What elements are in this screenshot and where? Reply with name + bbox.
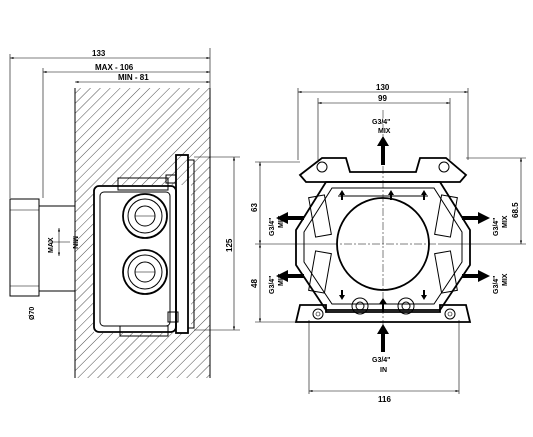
- dim-right: 68.5: [511, 202, 520, 218]
- arrow-up-bottom: [377, 324, 389, 352]
- port-bottom-label: G3/4": [372, 357, 391, 364]
- arrow-right-upper: [462, 212, 490, 224]
- port-left-upper-sub: MIX: [278, 215, 285, 228]
- label-max: MAX: [48, 237, 55, 253]
- port-right-lower-label: G3/4": [493, 276, 500, 295]
- front-view: 130 99 G3/4" MIX: [250, 83, 526, 404]
- label-min: MIN: [71, 236, 78, 249]
- port-right-upper-label: G3/4": [493, 218, 500, 237]
- arrow-right-lower: [462, 270, 490, 282]
- port-right-lower-sub: MIX: [502, 273, 509, 286]
- port-left-upper-label: G3/4": [269, 218, 276, 237]
- port-bottom-sub: IN: [380, 367, 387, 374]
- dim-top-outer: 130: [376, 83, 390, 92]
- dim-height: 125: [225, 238, 234, 252]
- port-left-lower-sub: MIX: [278, 273, 285, 286]
- dim-bottom: 116: [378, 395, 391, 404]
- port-left-lower-label: G3/4": [269, 276, 276, 295]
- dim-min: MIN - 81: [118, 73, 149, 82]
- dim-top-inner: 99: [378, 94, 387, 103]
- dim-left-upper: 63: [250, 203, 259, 212]
- dim-left-lower: 48: [250, 279, 259, 288]
- arrow-left-upper: [276, 212, 304, 224]
- arrow-up-top: [377, 136, 389, 165]
- valve-body-front: [294, 157, 472, 323]
- pipe-cylinder: [9, 198, 40, 297]
- arrow-left-lower: [276, 270, 304, 282]
- dim-overall: 133: [92, 49, 106, 58]
- valve-body-side: [93, 154, 195, 337]
- dim-diameter: Ø70: [29, 307, 36, 320]
- port-top-label: G3/4": [372, 119, 391, 126]
- port-top-sub: MIX: [378, 128, 391, 135]
- port-right-upper-sub: MIX: [502, 215, 509, 228]
- side-view: 133 MAX - 106 MIN - 81 Ø70 MIN MAX: [9, 48, 240, 378]
- dim-max: MAX - 106: [95, 63, 134, 72]
